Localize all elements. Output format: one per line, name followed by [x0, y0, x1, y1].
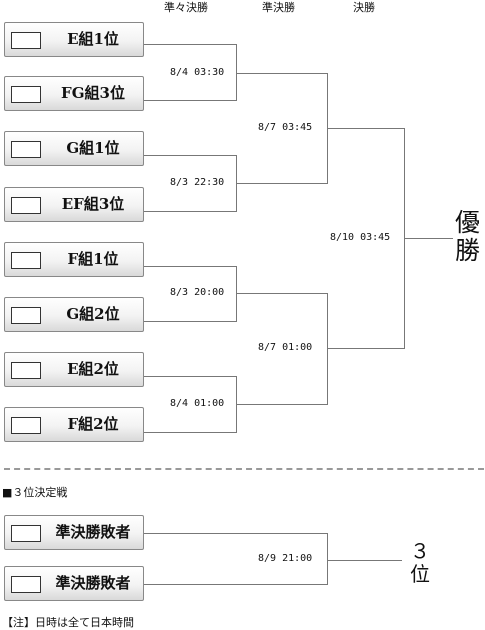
team-name: F組2位 — [67, 415, 119, 433]
team-slot-7[interactable]: E組2位 — [4, 352, 144, 387]
connector-line — [144, 584, 327, 585]
team-slot-3[interactable]: G組1位 — [4, 131, 144, 166]
team-slot-8[interactable]: F組2位 — [4, 407, 144, 442]
third-place-title: ■３位決定戦 — [2, 486, 68, 499]
checkbox[interactable] — [11, 32, 41, 49]
checkbox[interactable] — [11, 307, 41, 324]
third-place-label-char: ３ — [410, 539, 430, 563]
match-time-qf1: 8/4 03:30 — [170, 67, 225, 78]
team-name: FG組3位 — [61, 84, 125, 102]
match-time-qf2: 8/3 22:30 — [170, 177, 225, 188]
connector-line — [144, 266, 236, 267]
connector-line — [144, 211, 236, 212]
connector-line — [236, 293, 327, 294]
checkbox[interactable] — [11, 86, 41, 103]
team-name: E組1位 — [67, 30, 119, 48]
third-place-slot-1[interactable]: 準決勝敗者 — [4, 515, 144, 550]
match-time-sf1: 8/7 03:45 — [258, 122, 313, 133]
team-name: E組2位 — [67, 360, 119, 378]
connector-line — [236, 183, 327, 184]
connector-line — [144, 100, 236, 101]
team-slot-2[interactable]: FG組3位 — [4, 76, 144, 111]
team-name: G組1位 — [66, 139, 120, 157]
footnote: 【注】日時は全て日本時間 — [2, 616, 134, 629]
connector-line — [327, 533, 328, 585]
match-time-sf2: 8/7 01:00 — [258, 342, 313, 353]
connector-line — [144, 321, 236, 322]
checkbox[interactable] — [11, 576, 41, 593]
connector-line — [236, 73, 327, 74]
team-slot-6[interactable]: G組2位 — [4, 297, 144, 332]
team-name: 準決勝敗者 — [55, 574, 131, 592]
checkbox[interactable] — [11, 525, 41, 542]
champion-label: 優 勝 — [455, 209, 485, 265]
third-place-slot-2[interactable]: 準決勝敗者 — [4, 566, 144, 601]
header-final: 決勝 — [353, 1, 375, 14]
connector-line — [404, 238, 453, 239]
match-time-qf4: 8/4 01:00 — [170, 398, 225, 409]
team-name: 準決勝敗者 — [55, 523, 131, 541]
team-slot-4[interactable]: EF組3位 — [4, 187, 144, 222]
connector-line — [327, 348, 404, 349]
connector-line — [144, 155, 236, 156]
connector-line — [327, 293, 328, 405]
checkbox[interactable] — [11, 141, 41, 158]
connector-line — [144, 432, 236, 433]
champion-label-char: 勝 — [455, 236, 481, 265]
match-time-qf3: 8/3 20:00 — [170, 287, 225, 298]
connector-line — [144, 533, 327, 534]
team-slot-5[interactable]: F組1位 — [4, 242, 144, 277]
checkbox[interactable] — [11, 362, 41, 379]
connector-line — [236, 266, 237, 322]
match-time-third-place: 8/9 21:00 — [258, 553, 313, 564]
checkbox[interactable] — [11, 197, 41, 214]
third-place-label-char: 位 — [410, 562, 430, 586]
team-name: G組2位 — [66, 305, 120, 323]
team-slot-1[interactable]: E組1位 — [4, 22, 144, 57]
champion-label-char: 優 — [455, 208, 481, 237]
section-divider — [4, 468, 484, 470]
third-place-label: ３ 位 — [407, 540, 433, 586]
connector-line — [144, 376, 236, 377]
match-time-final: 8/10 03:45 — [330, 232, 391, 243]
team-name: EF組3位 — [61, 195, 125, 213]
header-quarterfinal: 準々決勝 — [164, 1, 208, 14]
connector-line — [144, 44, 236, 45]
connector-line — [236, 44, 237, 101]
connector-line — [327, 128, 404, 129]
connector-line — [236, 404, 327, 405]
team-name: F組1位 — [67, 250, 119, 268]
header-semifinal: 準決勝 — [262, 1, 295, 14]
checkbox[interactable] — [11, 417, 41, 434]
checkbox[interactable] — [11, 252, 41, 269]
connector-line — [327, 560, 402, 561]
